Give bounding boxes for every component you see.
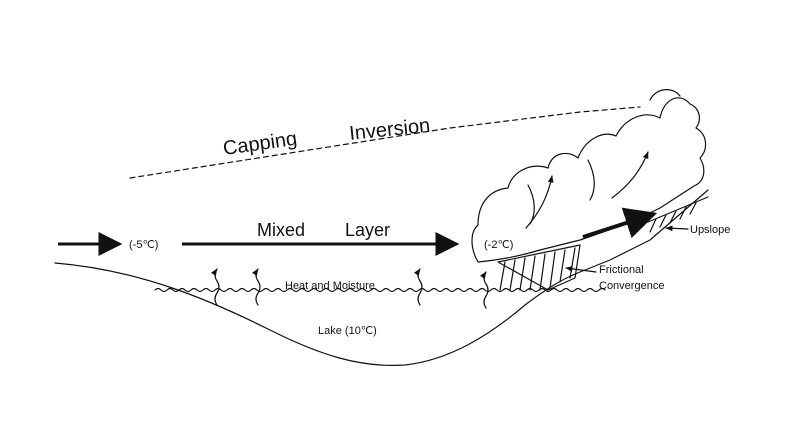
downwind-temp-label: (-2℃) <box>484 239 513 251</box>
heat-flux-arrows <box>211 268 489 309</box>
lake-surface <box>154 287 606 293</box>
heat-moisture-label: Heat and Moisture <box>285 280 375 292</box>
frictional-zone-boundary <box>497 244 581 291</box>
frictional-hatching <box>499 247 576 291</box>
frictional-pointer <box>565 266 597 273</box>
capping-inversion-line <box>129 106 641 179</box>
frictional-label: Frictional <box>599 264 644 276</box>
upwind-temp-label: (-5℃) <box>129 239 158 251</box>
layer-label: Layer <box>345 220 390 240</box>
upslope-pointer <box>665 225 689 232</box>
upslope-ridge-top <box>647 196 709 223</box>
updraft-arrows <box>525 151 649 229</box>
lake-label: Lake (10℃) <box>318 325 377 337</box>
inversion-label: Inversion <box>348 115 431 145</box>
cloud-bank <box>471 97 707 263</box>
upslope-label: Upslope <box>690 224 730 236</box>
upslope-arrow <box>582 207 658 239</box>
terrain-profile <box>54 189 709 367</box>
convergence-label: Convergence <box>599 280 664 292</box>
mixed-label: Mixed <box>257 220 305 240</box>
capping-label: Capping <box>222 128 299 160</box>
